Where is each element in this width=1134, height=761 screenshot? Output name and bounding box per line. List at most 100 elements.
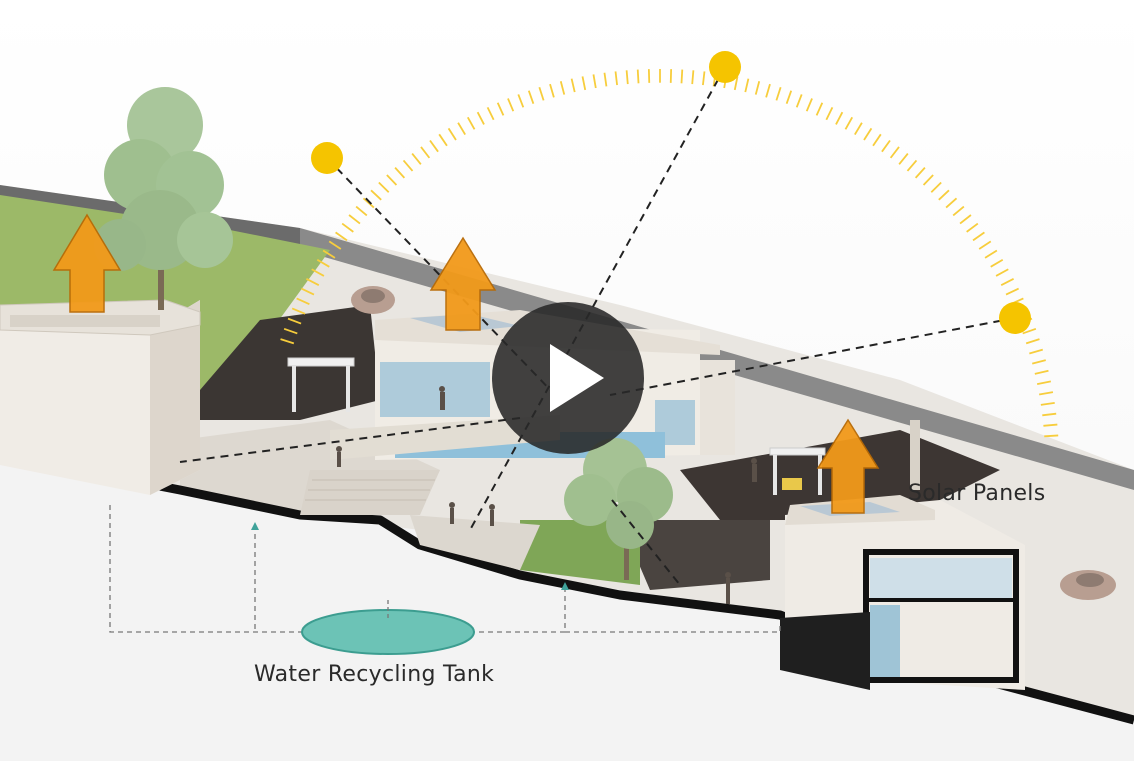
sun-arc-hatch <box>559 81 566 95</box>
sun-arc-hatch <box>825 106 834 121</box>
play-icon <box>550 344 604 412</box>
sun-arc-hatch <box>995 268 1009 277</box>
sun-arc-hatch <box>889 146 900 159</box>
label-water-recycling-tank: Water Recycling Tank <box>254 662 495 687</box>
sun-arc-hatch <box>978 240 992 250</box>
sun-arc-hatch <box>972 231 985 242</box>
play-button[interactable] <box>492 302 644 454</box>
sun-arc-hatch <box>362 197 375 209</box>
sun-arc-hatch <box>805 98 813 112</box>
sun-rays <box>179 66 1016 586</box>
sun-arc-hatch <box>305 278 320 286</box>
sun-arc-hatch <box>680 69 684 84</box>
pergola <box>287 357 355 412</box>
sun-arc-hatch <box>959 214 972 225</box>
sun-arc-hatch <box>1034 369 1049 375</box>
sun-ray-4 <box>611 499 681 586</box>
sun-arc-hatch <box>1044 434 1059 438</box>
sun-arc-hatch <box>300 287 315 296</box>
sun-arc-hatch <box>335 231 348 242</box>
sun-arc-hatch <box>394 166 406 179</box>
sun-arc-hatch <box>341 222 354 233</box>
sun-arc-hatch <box>291 307 306 315</box>
sun-arc-hatch <box>952 205 965 217</box>
people <box>336 386 757 604</box>
sun-arc-hatch <box>1040 401 1055 406</box>
sun-arc-hatch <box>744 78 750 93</box>
sun-arc-hatch <box>881 139 891 153</box>
sun-ray-2 <box>469 66 726 531</box>
sun-arc-hatch <box>938 189 950 201</box>
sun-arc-hatch <box>466 116 476 130</box>
sun-arc-hatch <box>1029 348 1044 355</box>
sun-arc-hatch <box>322 249 336 259</box>
sun-arc-hatch <box>411 152 422 165</box>
sun-arc-hatch <box>754 81 761 95</box>
arrow-up-icon <box>429 236 497 331</box>
sun-arc-hatch <box>328 240 342 250</box>
sun-arc-hatch <box>496 102 505 116</box>
sun-arc-hatch <box>1042 412 1057 417</box>
sun-arc-hatch <box>898 152 909 165</box>
sun-arc-hatch <box>378 181 390 193</box>
sun-arc-hatch <box>1043 423 1058 427</box>
sun-ray-3 <box>609 317 1016 396</box>
car-right <box>1060 570 1116 600</box>
label-solar-panels: Solar Panels <box>908 481 1046 506</box>
sun-path-arc <box>280 68 1059 438</box>
sun-arc-hatch <box>386 174 398 186</box>
arrow-up-icon <box>52 213 122 313</box>
sun-arc-hatch <box>1005 287 1020 296</box>
sun-arc-hatch <box>527 90 535 104</box>
sun-arc-hatch <box>636 69 640 84</box>
sun-arc-hatch <box>835 111 844 125</box>
sun-icon <box>709 51 741 83</box>
sun-arc-hatch <box>625 70 629 85</box>
sun-arc-hatch <box>1000 278 1015 286</box>
heat-arrows <box>52 213 880 514</box>
right-building <box>780 420 1025 690</box>
sun-arc-hatch <box>990 259 1004 268</box>
sun-arc-hatch <box>316 259 330 268</box>
sun-arc-hatch <box>603 72 608 87</box>
sun-arc-hatch <box>348 214 361 225</box>
water-pipes <box>109 505 781 633</box>
sun-arc-hatch <box>785 90 793 104</box>
sun-arc-hatch <box>287 317 302 325</box>
sun-arc-hatch <box>733 76 739 91</box>
sun-arc-hatch <box>592 74 597 89</box>
sun-icon <box>999 302 1031 334</box>
sun-arc-hatch <box>863 127 873 141</box>
car-top <box>351 286 395 314</box>
sun-arc-hatch <box>614 71 618 86</box>
sun-arc-hatch <box>370 189 382 201</box>
sun-ray-5 <box>179 417 521 463</box>
sun-arc-hatch <box>486 106 495 121</box>
sun-arc-hatch <box>906 159 918 172</box>
sun-arc-hatch <box>815 102 824 116</box>
sun-arc-hatch <box>438 133 448 147</box>
sun-arc-hatch <box>914 166 926 179</box>
left-building <box>0 299 201 495</box>
sun-arc-hatch <box>476 111 485 125</box>
sun-arc-hatch <box>355 205 368 217</box>
sun-arc-hatch <box>517 94 525 108</box>
sun-arc-hatch <box>549 83 555 98</box>
sun-arc-hatch <box>311 268 325 277</box>
sun-arc-hatch <box>984 249 998 259</box>
sun-arc-hatch <box>1038 391 1054 396</box>
sun-arc-hatch <box>402 159 414 172</box>
sun-arc-hatch <box>538 87 545 101</box>
sun-arc-hatch <box>922 174 934 186</box>
sun-arc-hatch <box>872 133 882 147</box>
sun-arc-hatch <box>854 122 863 136</box>
arrow-up-icon <box>816 418 880 514</box>
sun-arc-hatch <box>702 71 706 86</box>
sun-arc-hatch <box>1025 338 1040 345</box>
sun-arc-hatch <box>581 76 587 91</box>
sun-icon <box>311 142 343 174</box>
sun-arc-hatch <box>570 78 576 93</box>
sun-arc-hatch <box>420 146 431 159</box>
